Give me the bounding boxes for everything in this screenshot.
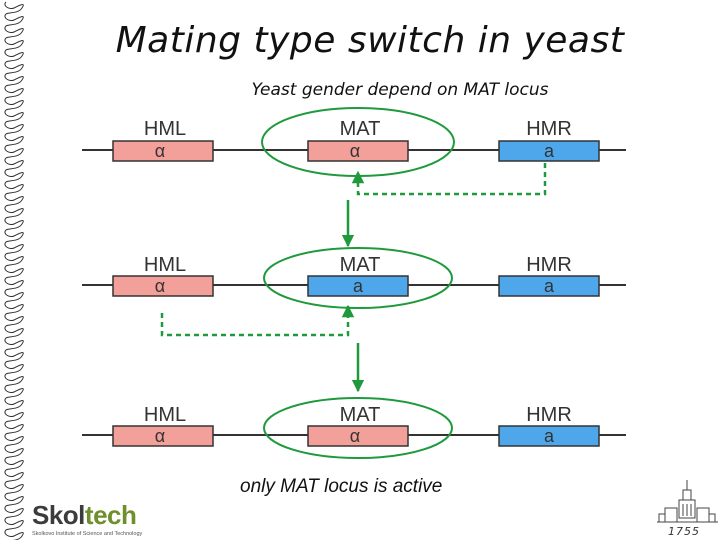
locus-box [112,275,214,297]
skoltech-logo: Skoltech Skolkovo Institute of Science a… [30,500,152,540]
locus-hml: HML α [112,254,214,297]
locus-name: MAT [340,254,381,276]
locus-allele: a [544,141,555,161]
locus-allele: α [155,426,165,446]
locus-row-2: HML α MAT a HMR a [82,247,626,309]
locus-box [498,275,600,297]
locus-box [498,425,600,447]
mat-highlight-ellipse [263,397,453,459]
locus-mat: MAT α [307,404,409,447]
locus-allele: α [350,426,360,446]
locus-name: HMR [526,254,572,276]
locus-mat: MAT α [307,118,409,162]
locus-box [307,425,409,447]
locus-hmr: HMR a [498,118,600,162]
locus-hml: HML α [112,404,214,447]
rope-border [4,1,24,540]
slide-subtitle: Yeast gender depend on MAT locus [251,80,549,100]
locus-box [498,140,600,162]
locus-hmr: HMR a [498,404,600,447]
locus-name: HML [144,254,186,276]
locus-box [112,140,214,162]
locus-allele: α [350,141,360,161]
logo-tagline: Skolkovo Institute of Science and Techno… [32,531,143,537]
active-locus-note: only MAT locus is active [240,476,443,497]
locus-name: HML [144,404,186,426]
locus-row-1: HML α MAT α HMR a [82,107,626,177]
locus-name: MAT [340,118,381,140]
locus-name: HMR [526,118,572,140]
slide-title: Mating type switch in yeast [115,20,625,61]
locus-allele: α [155,276,165,296]
university-building-icon [657,480,718,523]
locus-mat: MAT a [307,254,409,297]
locus-row-3: HML α MAT α HMR a [82,397,626,459]
dashed-copy-arrow-hml-to-mat [160,304,355,337]
locus-box [112,425,214,447]
logo-wordmark: Skoltech [32,500,137,530]
locus-allele: α [155,141,165,161]
locus-allele: a [353,276,364,296]
locus-box [307,275,409,297]
locus-hmr: HMR a [498,254,600,297]
founding-year: 1755 [668,525,700,538]
locus-name: MAT [340,404,381,426]
locus-allele: a [544,276,555,296]
mat-highlight-ellipse [263,247,453,309]
dashed-copy-arrow-hmr-to-mat [351,163,547,196]
locus-name: HMR [526,404,572,426]
locus-allele: a [544,426,555,446]
locus-hml: HML α [112,118,214,162]
locus-box [307,140,409,162]
locus-name: HML [144,118,186,140]
